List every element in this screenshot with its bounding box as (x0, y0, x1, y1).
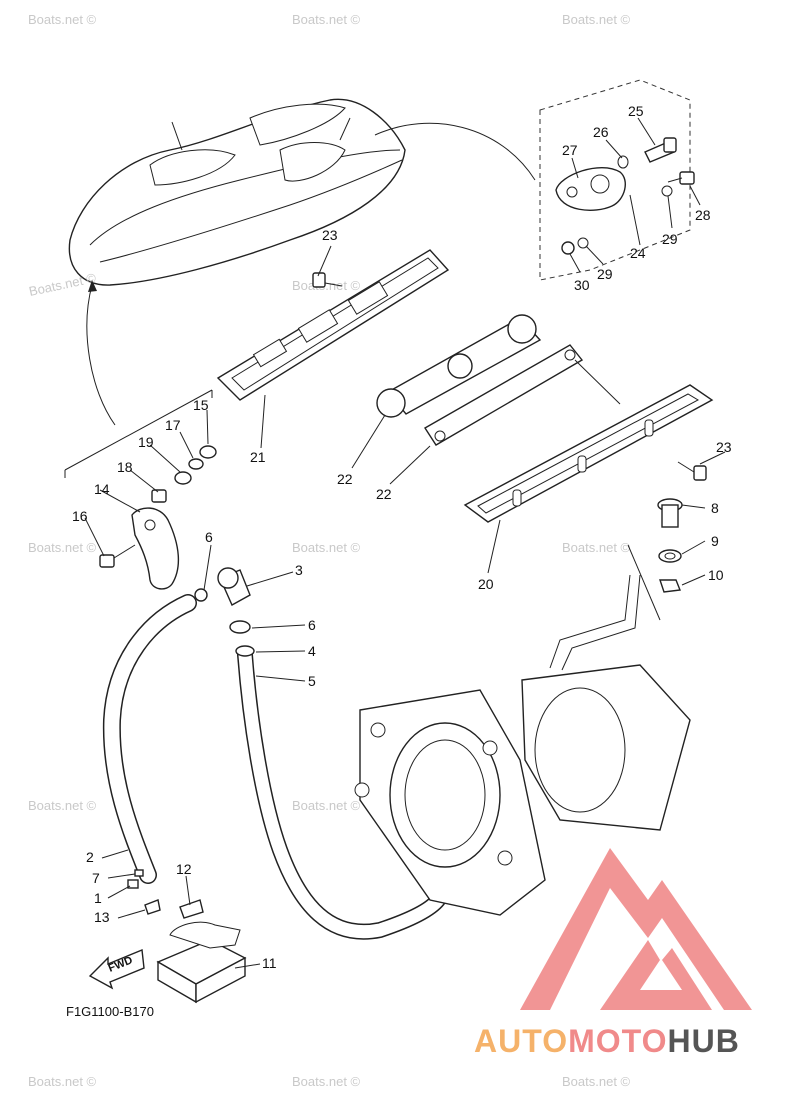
callout-3: 3 (295, 562, 303, 578)
valve-part-3 (217, 567, 251, 606)
brand-wordmark: AUTOMOTOHUB (474, 1023, 740, 1059)
callout-6: 6 (205, 529, 213, 545)
drawing-code: F1G1100-B170 (66, 1004, 154, 1019)
watermark-text: Boats.net © (292, 1074, 361, 1089)
callout-20: 20 (478, 576, 494, 592)
callout-26: 26 (593, 124, 609, 140)
callout-9: 9 (711, 533, 719, 549)
watermark-text: Boats.net © (292, 278, 361, 293)
callout-30: 30 (574, 277, 590, 293)
callout-16: 16 (72, 508, 88, 524)
bolt-part-16 (99, 544, 136, 568)
brand-logo (520, 848, 752, 1010)
callout-23: 23 (322, 227, 338, 243)
callout-19: 19 (138, 434, 154, 450)
callout-12: 12 (176, 861, 192, 877)
pump-nozzle (521, 664, 691, 831)
jet-ski-illustration (68, 98, 406, 286)
leader-lines (84, 117, 726, 969)
pump-housing (354, 689, 546, 916)
clip-part-7 (134, 869, 144, 877)
callout-4: 4 (308, 643, 316, 659)
callout-27: 27 (562, 142, 578, 158)
detail-group-box (539, 79, 691, 281)
callout-22: 22 (376, 486, 392, 502)
bolt-part-18 (151, 489, 167, 503)
callout-7: 7 (92, 870, 100, 886)
fitting-part-12 (179, 899, 204, 919)
callout-14: 14 (94, 481, 110, 497)
clip-part-1 (127, 879, 139, 889)
clamp-part-6 (194, 588, 208, 602)
control-unit-part-11 (156, 921, 247, 1004)
cover-part-20 (463, 384, 714, 523)
watermark-text: Boats.net © (562, 540, 631, 555)
callout-21: 21 (250, 449, 266, 465)
brand-part-moto: MOTO (568, 1023, 667, 1059)
watermark-text: Boats.net © (28, 540, 97, 555)
watermark-text: Boats.net © (562, 1074, 631, 1089)
callout-25: 25 (628, 103, 644, 119)
watermark-text: Boats.net © (28, 270, 98, 299)
callout-29: 29 (597, 266, 613, 282)
detail-parts (555, 137, 695, 255)
bracket-part-14 (131, 507, 180, 590)
callout-15: 15 (193, 397, 209, 413)
watermark-text: Boats.net © (292, 540, 361, 555)
watermark-text: Boats.net © (292, 798, 361, 813)
callout-6: 6 (308, 617, 316, 633)
bracket-part-22 (424, 344, 584, 446)
callout-8: 8 (711, 500, 719, 516)
drain-tube (549, 574, 631, 669)
callout-13: 13 (94, 909, 110, 925)
arrow-head-icon (88, 280, 97, 292)
group-bracket-line (64, 389, 213, 471)
leader-arrow (86, 284, 116, 426)
joint-part-4 (235, 645, 255, 657)
cover-part-21 (216, 249, 450, 401)
callout-29: 29 (662, 231, 678, 247)
leader-line (374, 122, 536, 181)
callout-24: 24 (630, 245, 646, 261)
callout-17: 17 (165, 417, 181, 433)
callout-18: 18 (117, 459, 133, 475)
hose-part-2 (102, 594, 197, 884)
washer-part-17 (188, 458, 204, 470)
callout-2: 2 (86, 849, 94, 865)
duct-part-22 (376, 314, 542, 418)
callout-10: 10 (708, 567, 724, 583)
callout-11: 11 (262, 955, 277, 971)
fitting-part-13 (144, 899, 161, 915)
nut-part-15 (199, 445, 217, 459)
watermark-text: Boats.net © (28, 12, 97, 27)
callout-28: 28 (695, 207, 711, 223)
drain-plug-set (657, 498, 683, 593)
callout-5: 5 (308, 673, 316, 689)
washer-part-19 (174, 471, 192, 485)
forward-arrow-icon (88, 948, 145, 990)
callout-1: 1 (94, 890, 102, 906)
callout-labels: 23 25 26 27 28 29 24 29 30 21 22 22 23 2… (72, 103, 732, 971)
brand-part-hub: HUB (667, 1023, 739, 1059)
watermark-text: Boats.net © (562, 12, 631, 27)
callout-22: 22 (337, 471, 353, 487)
watermark-text: Boats.net © (28, 1074, 97, 1089)
brand-part-auto: AUTO (474, 1023, 568, 1059)
watermark-text: Boats.net © (28, 798, 97, 813)
callout-23: 23 (716, 439, 732, 455)
clamp-part-6 (229, 620, 251, 634)
bolt-part-23 (677, 461, 707, 481)
watermark-text: Boats.net © (292, 12, 361, 27)
